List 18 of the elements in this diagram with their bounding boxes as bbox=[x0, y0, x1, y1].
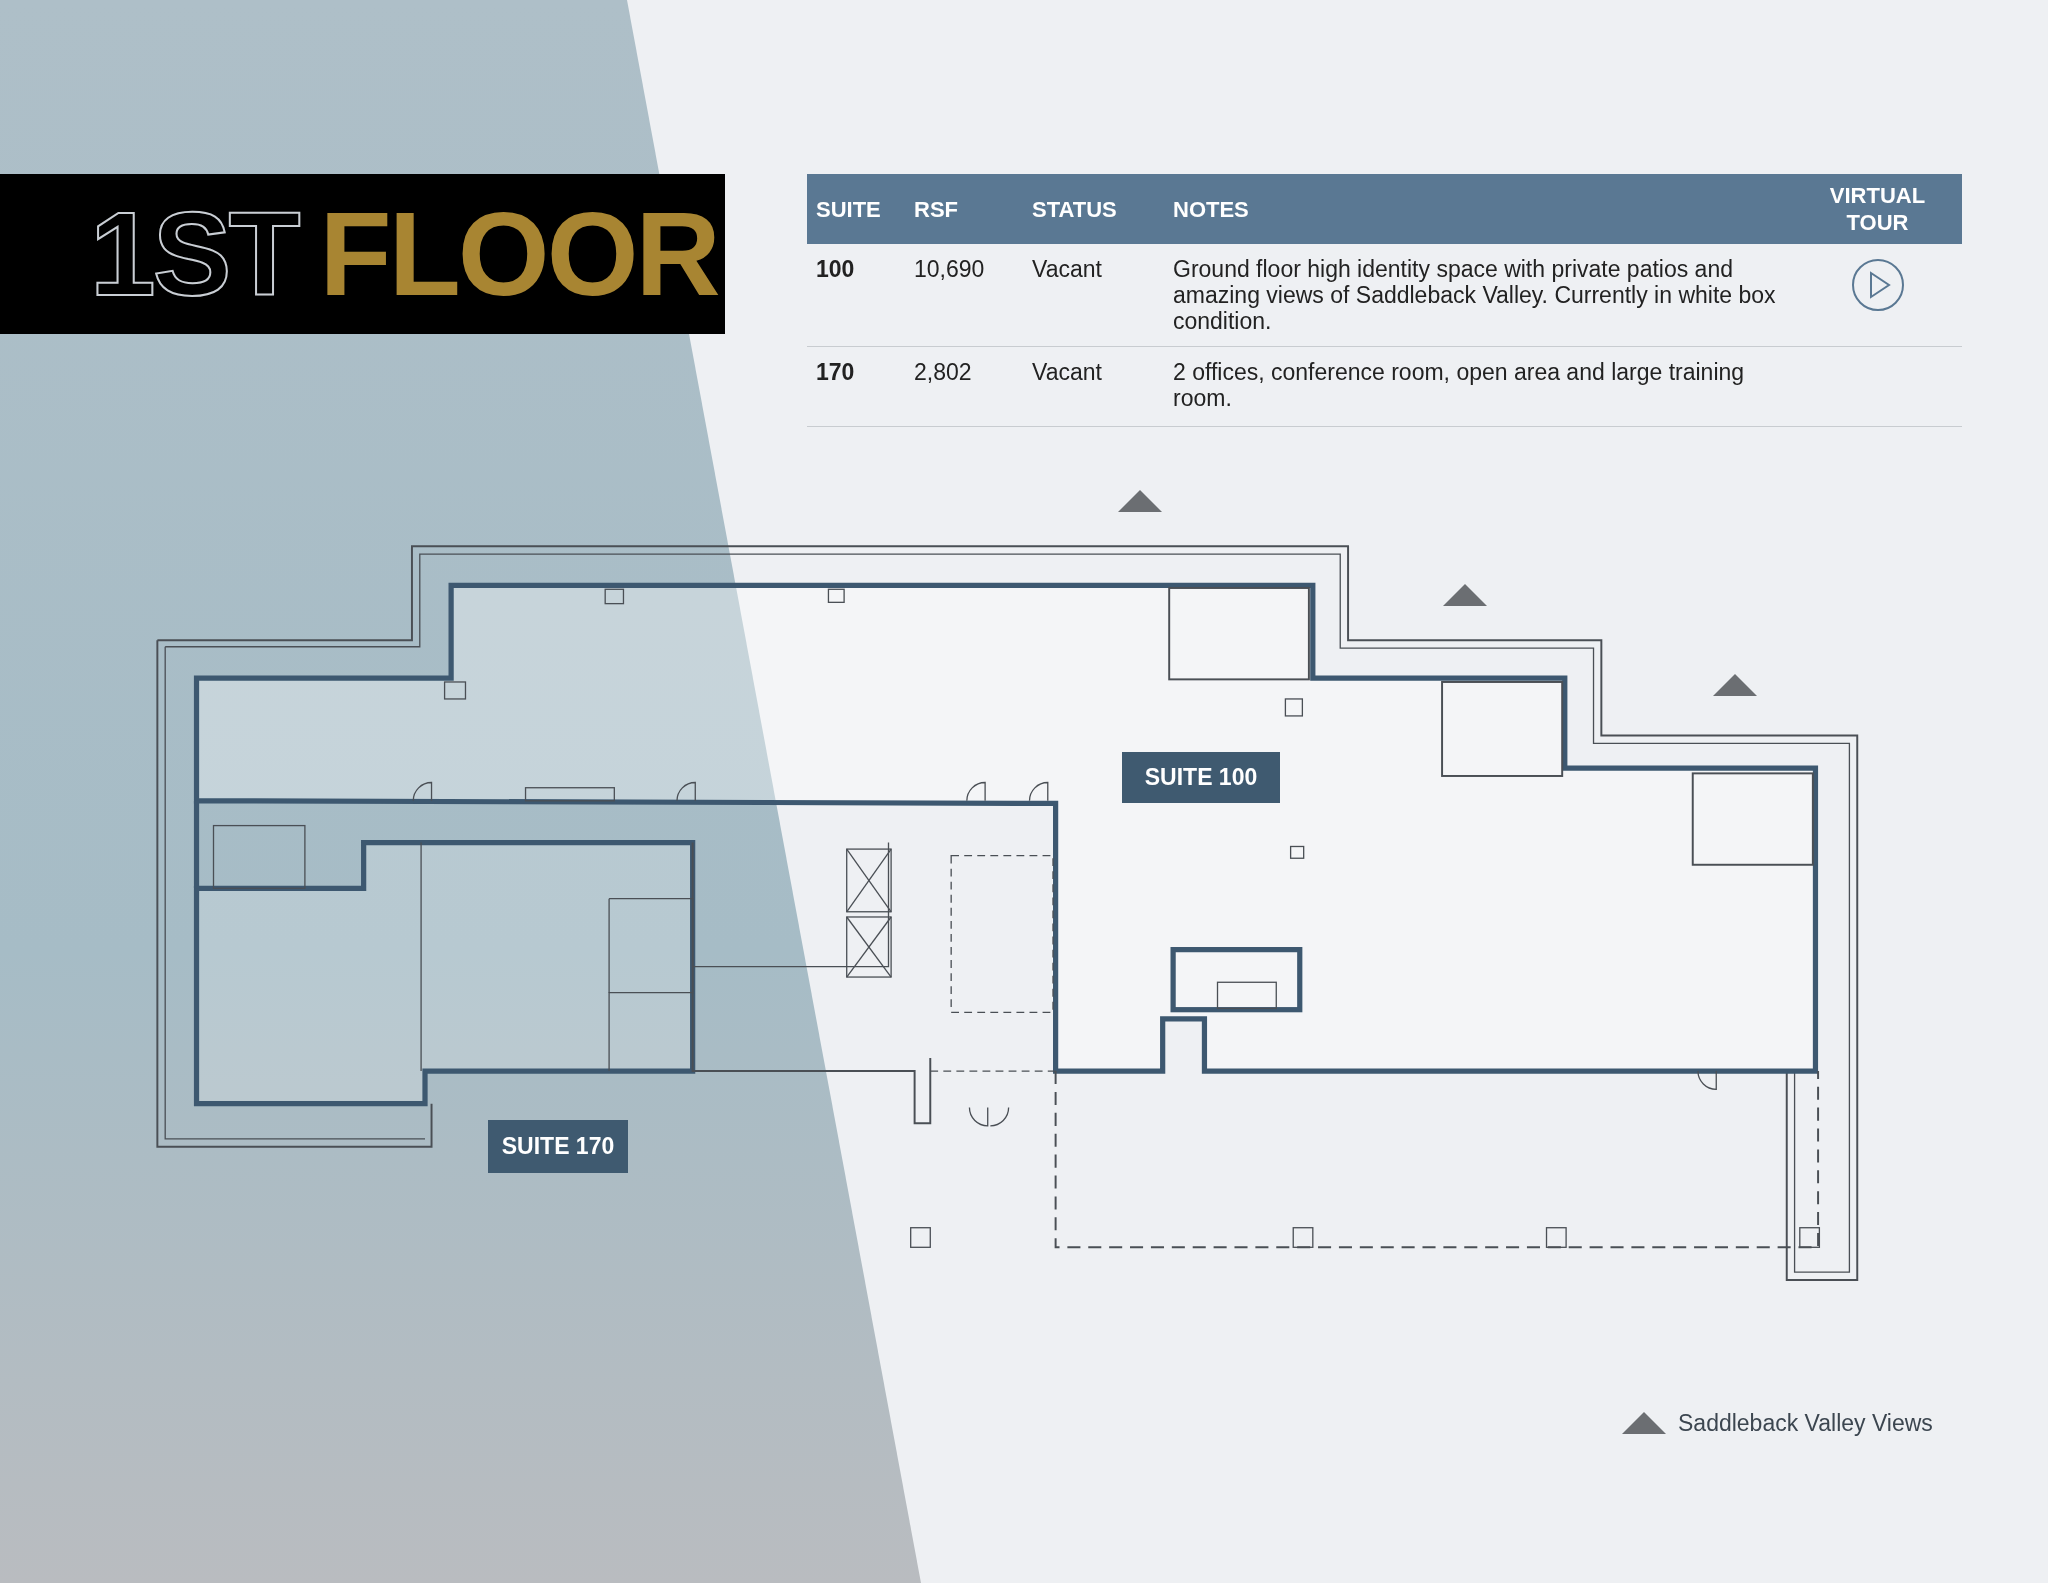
column-header: STATUS bbox=[1032, 195, 1118, 224]
table-cell-text: Vacant bbox=[1032, 256, 1103, 284]
table-cell-text: 100 bbox=[816, 256, 856, 284]
title-text: FLOOR bbox=[319, 195, 718, 313]
table-cell-text: Vacant bbox=[1032, 359, 1103, 387]
legend-text: Saddleback Valley Views bbox=[1678, 1409, 1933, 1438]
column-header: NOTES bbox=[1173, 195, 1250, 224]
table-cell-text: 2 offices, conference room, open area and large training room. bbox=[1173, 359, 1746, 413]
title-outline-text: 1ST bbox=[90, 195, 298, 313]
column-header: VIRTUAL TOUR bbox=[1828, 181, 1927, 237]
table-cell-text: 170 bbox=[816, 359, 856, 387]
suite-label: SUITE 100 bbox=[1122, 752, 1280, 803]
table-cell-text: 2,802 bbox=[914, 359, 973, 387]
column-header: RSF bbox=[914, 195, 959, 224]
suite-label: SUITE 170 bbox=[488, 1120, 628, 1173]
column-header: SUITE bbox=[816, 195, 882, 224]
table-cell-text: 10,690 bbox=[914, 256, 986, 284]
table-cell-text: Ground floor high identity space with private patios and amazing views of Saddleback Valley. Currently in white box condition. bbox=[1173, 256, 1777, 334]
